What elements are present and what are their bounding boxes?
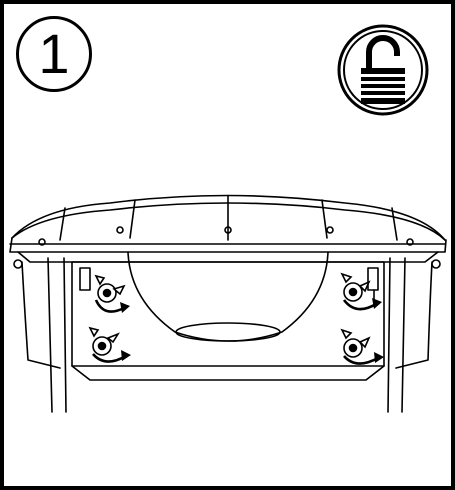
unlocked-padlock-icon [337, 24, 429, 116]
wing-knob-top-right [340, 272, 382, 311]
rotate-arrow-icon [92, 353, 127, 363]
dome [127, 251, 329, 342]
lid-rim-top [11, 194, 446, 241]
rotate-arrow-icon [94, 299, 125, 313]
step-number-badge: 1 [16, 16, 92, 92]
rotate-arrow-icon [343, 355, 379, 365]
wing-knob-bottom-right [340, 328, 384, 365]
step-number: 1 [38, 22, 70, 85]
wing-knob-bottom-left [88, 326, 131, 363]
wing-knob-top-left [94, 274, 130, 313]
rotate-arrow-icon [342, 299, 377, 311]
